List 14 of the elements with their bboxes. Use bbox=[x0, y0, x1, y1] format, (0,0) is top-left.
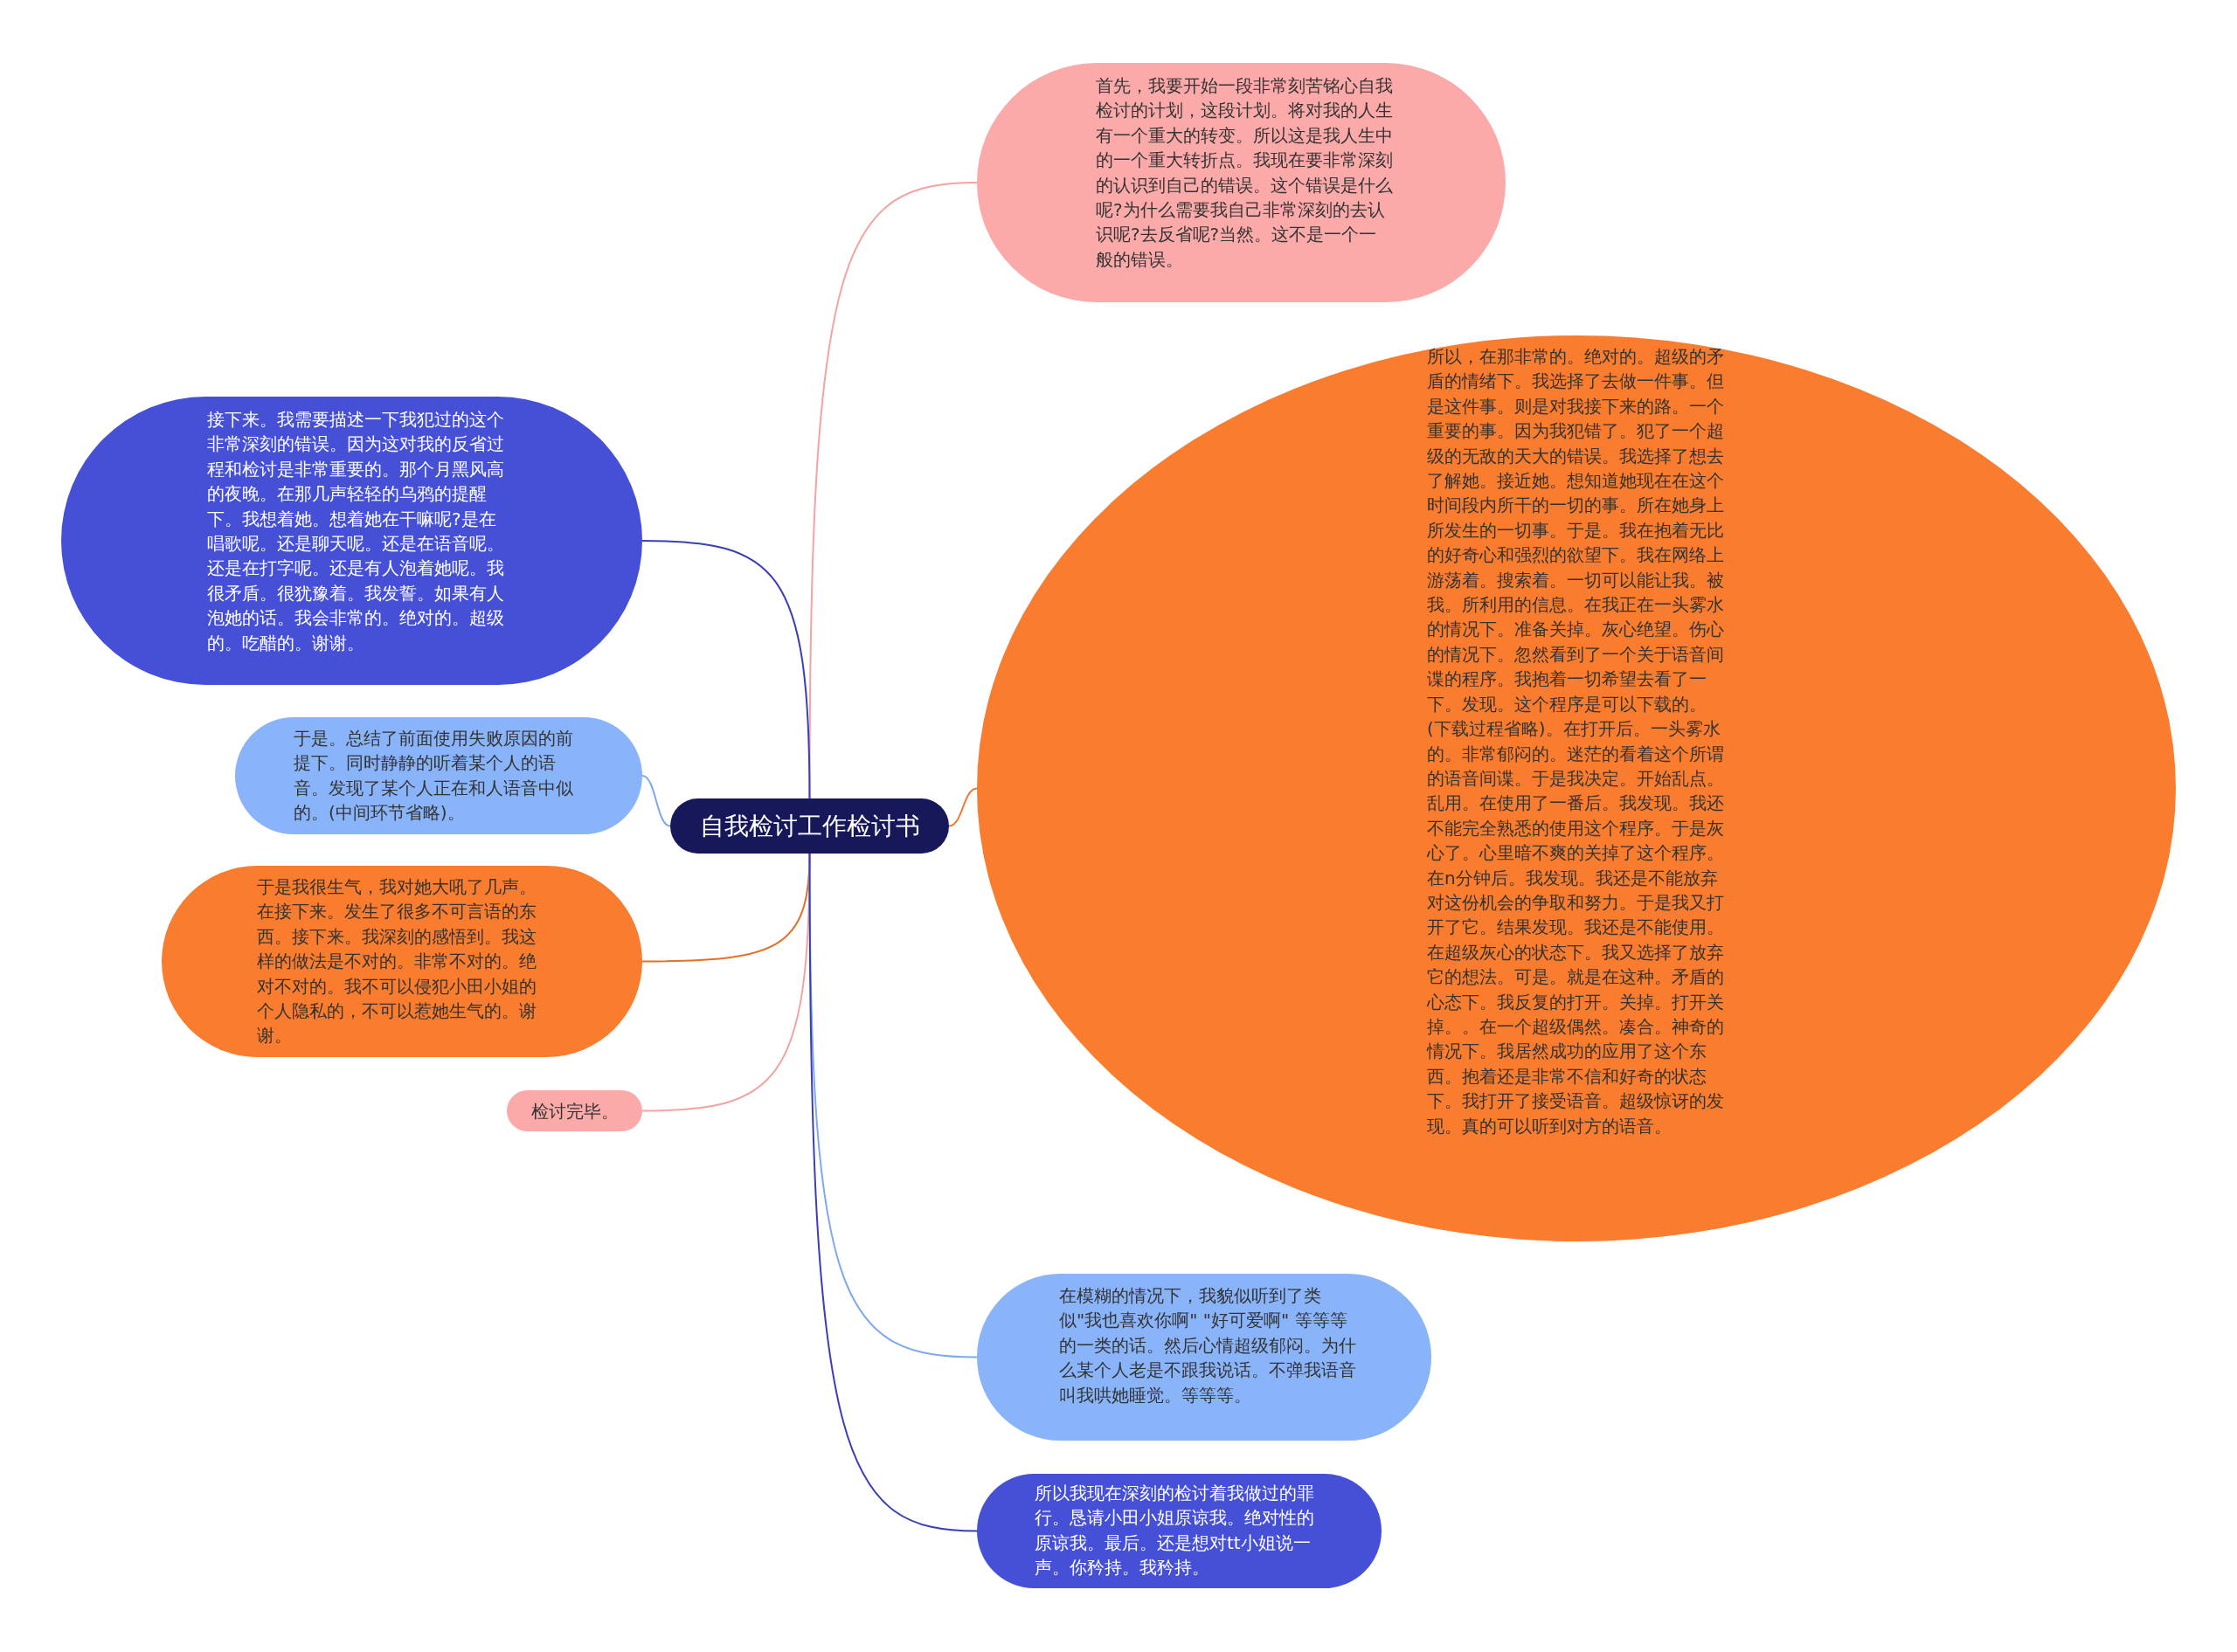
bubble-text: 接下来。我需要描述一下我犯过的这个非常深刻的错误。因为这对我的反省过程和检讨是非常重要的。那个月黑风高的夜晚。在那几声轻轻的乌鸦的提醒下。我想着她。想着她在干嘛呢?是在唱歌呢。还是聊天呢。还是在语音呢。还是在打字呢。还是有人泡着她呢。我很矛盾。很犹豫着。我发誓。如果有人泡她的话。我会非常的。绝对的。超级的。吃醋的。谢谢。 bbox=[207, 408, 504, 655]
topic-title: 自我检讨工作检讨书 bbox=[698, 810, 921, 842]
bubble-text: 首先，我要开始一段非常刻苦铭心自我检讨的计划，这段计划。将对我的人生有一个重大的转变。所以这是我人生中的一个重大转折点。我现在要非常深刻的认识到自己的错误。这个错误是什么呢?为什么需要我自己非常深刻的去认识呢?去反省呢?当然。这不是一个一般的错误。 bbox=[1096, 74, 1393, 272]
connector-line bbox=[948, 787, 978, 827]
bubble-text: 检讨完毕。 bbox=[530, 1099, 620, 1123]
connector-line bbox=[641, 540, 811, 799]
bubble-text: 所以，在那非常的。绝对的。超级的矛盾的情绪下。我选择了去做一件事。但是这件事。则是对我接下来的路。一个重要的事。因为我犯错了。犯了一个超级的无敌的天大的错误。我选择了想去了解她。接近她。想知道她现在在这个时间段内所干的一切的事。所在她身上所发生的一切事。于是。我在抱着无比的好奇心和强烈的欲望下。我在网络上游荡着。搜索着。一切可以能让我。被我。所利用的信息。在我正在一头雾水的情况下。准备关掉。灰心绝望。伤心的情况下。忽然看到了一个关于语音间谍的程序。我抱着一切希望去看了一下。发现。这个程序是可以下载的。(下载过程省略)。在打开后。一头雾水的。非常郁闷的。迷茫的看着这个所谓的语音间谍。于是我决定。开始乱点。乱用。在使用了一番后。我发现。我还不能完全熟悉的使用这个程序。于是灰心了。心里暗不爽的关掉了这个程序。在n分钟后。我发现。我还是不能放弃对这份机会的争取和努力。于是我又打开了它。结果发现。我还是不能使用。在超级灰心的状态下。我又选择了放弃它的想法。可是。就是在这种。矛盾的心态下。我反复的打开。关掉。打开关掉。。在一个超级偶然。凑合。神奇的情况下。我居然成功的应用了这个东西。抱着还是非常不信和好奇的状态下。我打开了接受语音。超级惊讶的发现。真的可以听到对方的语音。 bbox=[1427, 345, 1725, 1138]
bubble-text: 于是我很生气，我对她大吼了几声。在接下来。发生了很多不可言语的东西。接下来。我深刻的感悟到。我这样的做法是不对的。非常不对的。绝对不对的。我不可以侵犯小田小姐的个人隐私的，不可以惹她生气的。谢谢。 bbox=[257, 875, 537, 1048]
bubble-text: 于是。总结了前面使用失败原因的前提下。同时静静的听着某个人的语音。发现了某个人正在和人语音中似的。(中间环节省略)。 bbox=[294, 727, 574, 826]
bubble-text: 所以我现在深刻的检讨着我做过的罪行。恳请小田小姐原谅我。绝对性的原谅我。最后。还是想对tt小姐说一声。你矜持。我矜持。 bbox=[1035, 1482, 1315, 1580]
connector-line bbox=[641, 775, 671, 827]
branch-bubble bbox=[507, 1090, 642, 1131]
connector-line bbox=[808, 853, 978, 1532]
bubble-text: 在模糊的情况下，我貌似听到了类似"我也喜欢你啊" "好可爱啊" 等等等的一类的话。然后心情超级郁闷。为什么某个人老是不跟我说话。不弹我语音叫我哄她睡觉。等等等。 bbox=[1059, 1284, 1356, 1407]
